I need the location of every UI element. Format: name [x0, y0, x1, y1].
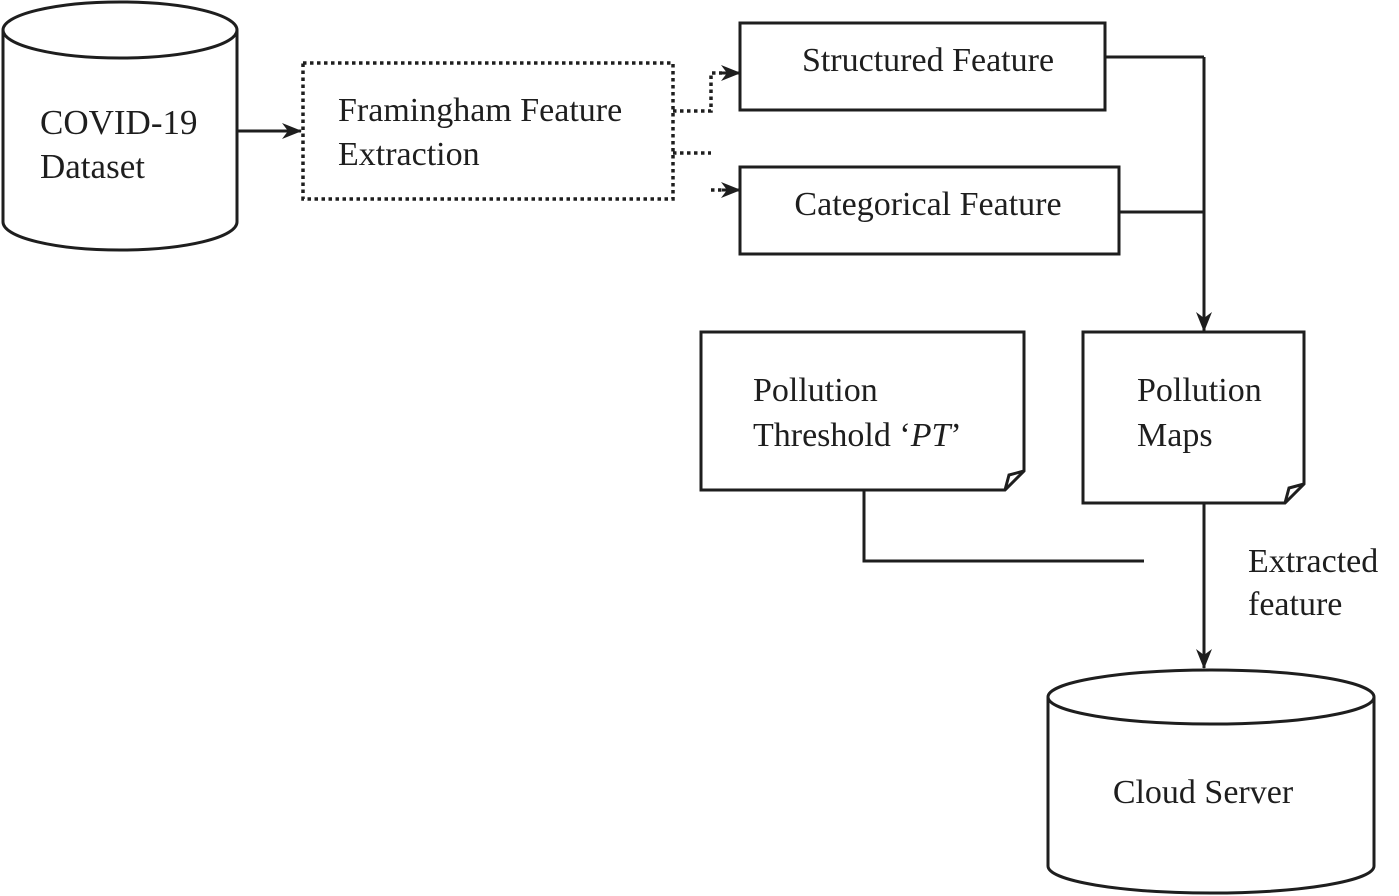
covid-dataset-cylinder-body	[1, 30, 239, 252]
pollution-threshold-label-line2: Threshold ‘PT’	[753, 417, 962, 454]
framingham-label-line1: Framingham Feature	[338, 92, 622, 129]
extracted-feature-label-line1: Extracted	[1248, 543, 1378, 580]
covid-dataset-label-line1: COVID-19	[40, 103, 197, 142]
cloud-server-label: Cloud Server	[1113, 774, 1294, 811]
dotted-connector-structured	[673, 65, 741, 113]
pollution-threshold-label-italic: PT	[910, 417, 953, 454]
pollution-threshold-label-suffix: ’	[950, 417, 961, 454]
framingham-node: Framingham Feature Extraction	[301, 61, 675, 201]
cloud-server-cylinder-body	[1046, 697, 1376, 895]
pollution-threshold-fold	[1003, 469, 1025, 491]
pollution-threshold-document	[699, 330, 1026, 492]
framingham-box	[301, 61, 675, 201]
cloud-server-node: Cloud Server	[1046, 668, 1376, 895]
structured-feature-label: Structured Feature	[802, 42, 1054, 79]
pollution-maps-label-line1: Pollution	[1137, 372, 1262, 409]
threshold-connector	[862, 490, 1144, 563]
pollution-threshold-label-prefix: Threshold ‘	[753, 417, 911, 454]
structured-feature-node: Structured Feature	[738, 21, 1107, 112]
structured-feature-box	[738, 21, 1107, 112]
categorical-feature-label: Categorical Feature	[794, 186, 1061, 223]
merge-connector-to-maps	[1105, 55, 1212, 332]
pollution-maps-fold	[1283, 482, 1305, 504]
pollution-maps-label-line2: Maps	[1137, 417, 1213, 454]
cloud-server-cylinder-top	[1046, 668, 1376, 726]
extracted-feature-label-line2: feature	[1248, 586, 1342, 623]
categorical-feature-box	[738, 165, 1121, 256]
dotted-connector-categorical	[673, 151, 741, 198]
pollution-threshold-node: Pollution Threshold ‘PT’	[699, 330, 1026, 492]
framingham-label-line2: Extraction	[338, 136, 480, 173]
covid-dataset-cylinder-top	[1, 0, 239, 60]
extracted-feature-edge-label: Extracted feature	[1248, 543, 1378, 623]
covid-dataset-label-line2: Dataset	[40, 147, 145, 186]
categorical-feature-node: Categorical Feature	[738, 165, 1121, 256]
pollution-maps-document	[1081, 330, 1306, 505]
pollution-maps-node: Pollution Maps	[1081, 330, 1306, 505]
pollution-threshold-label-line1: Pollution	[753, 372, 878, 409]
covid-dataset-node: COVID-19 Dataset	[1, 0, 239, 252]
